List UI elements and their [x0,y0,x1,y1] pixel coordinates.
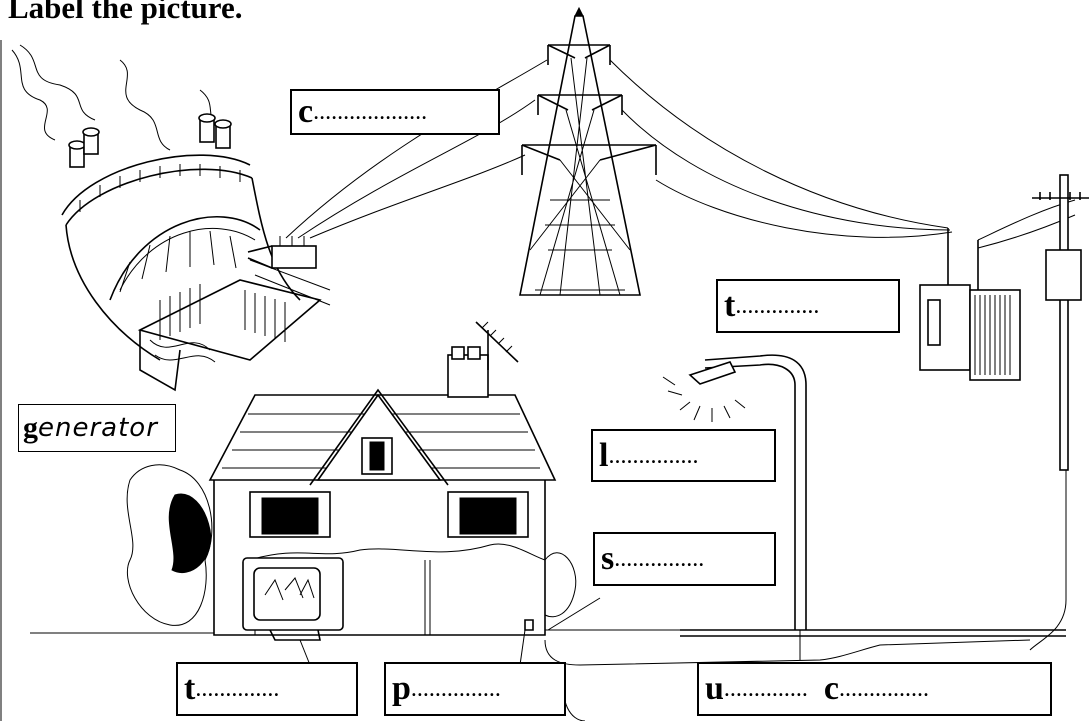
television-drawing [242,557,344,666]
label-initial: p [392,670,411,707]
worksheet-title: Label the picture. [8,0,243,25]
label-blank-c: ............... [839,676,930,702]
label-box-lamp[interactable]: l............... [591,429,776,482]
label-initial-c: c [823,670,840,707]
label-initial-u: u [705,670,724,707]
label-initial: t [184,670,196,707]
label-initial: s [601,540,615,577]
power-station-drawing [11,44,331,392]
label-blank: ............... [608,442,699,469]
house-drawing [30,321,1066,721]
label-blank: .............. [735,293,820,319]
label-box-transformer[interactable]: t.............. [716,279,900,333]
label-initial: t [724,287,736,324]
street-lamp-drawing [662,354,807,630]
label-initial: g [23,411,38,444]
label-box-socket[interactable]: s............... [593,532,776,586]
transformer-drawing [919,174,1089,651]
label-box-plug[interactable]: p............... [384,662,566,716]
label-initial: l [599,436,609,474]
label-blank-u: .............. [723,676,808,702]
label-blank: ................... [313,99,428,125]
label-answer: enerator [38,413,158,443]
label-box-television[interactable]: t.............. [176,662,358,716]
label-initial: c [298,93,314,130]
label-blank: ............... [410,676,501,702]
pylon-drawing [519,6,657,296]
label-blank: ............... [614,546,705,572]
label-box-cable[interactable]: c................... [290,89,500,135]
label-blank: .............. [195,676,280,702]
label-box-underground-cable[interactable]: u.............. c............... [697,662,1052,716]
